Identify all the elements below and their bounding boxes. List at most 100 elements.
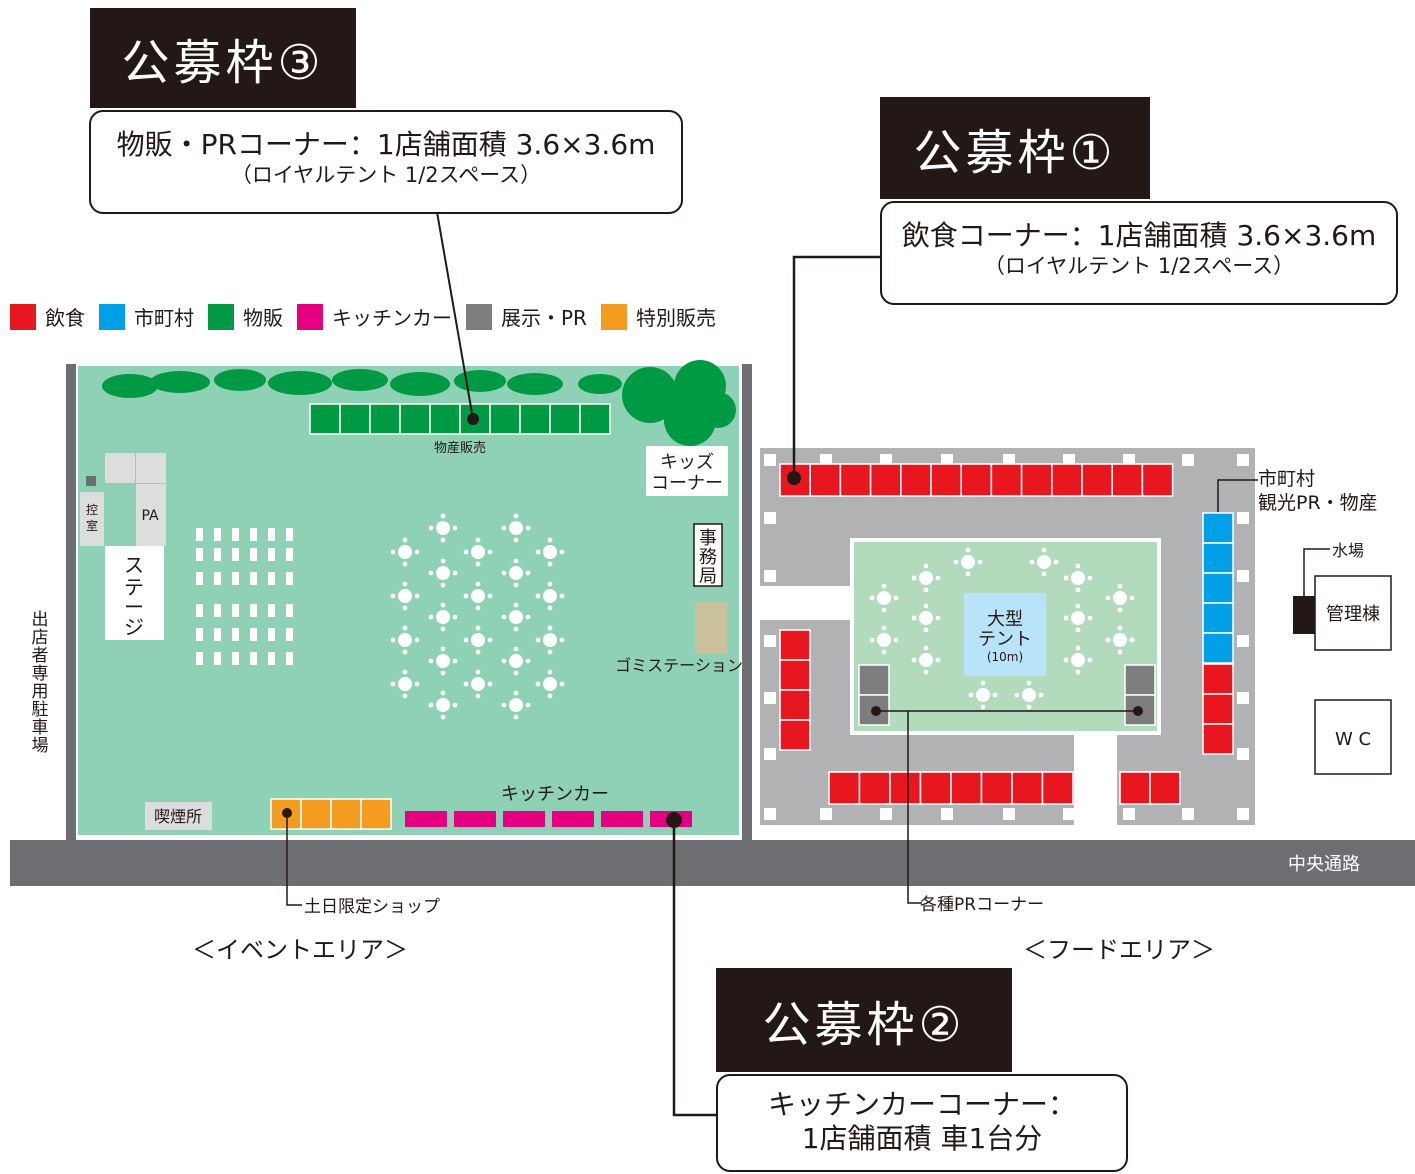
audience-seat [214,572,221,585]
tent-stake [764,748,776,760]
food-booth [1202,693,1234,725]
smoking-area [145,802,212,830]
svg-text:控: 控 [86,503,98,517]
slot3-leader-line [436,211,474,420]
special-sale-booth [360,798,392,830]
audience-seat [196,548,203,561]
food-booth [889,771,922,805]
legend-label: 飲食 [45,306,85,330]
tent-stake [764,808,776,820]
svg-text:ス: ス [124,553,144,577]
food-booth [919,771,952,805]
audience-seat [286,628,293,641]
tent-stake [1237,808,1249,820]
tent-stake [1003,454,1015,466]
tent-stake [1123,808,1135,820]
wc-label: W C [1335,729,1371,750]
audience-seat [286,548,293,561]
big-tent-size: (10m) [987,650,1023,664]
food-booth [828,771,861,805]
legend-item: キッチンカー [297,302,452,331]
tent-stake [880,808,892,820]
food-booth [980,771,1013,805]
kitchen-car-label: キッチンカー [501,784,609,805]
event-table [535,625,565,655]
slot2-dot [666,812,682,828]
event-table [535,669,565,699]
legend-item: 市町村 [99,302,194,331]
slot2-leader-line [672,820,718,1117]
legend-label: 物販 [243,306,283,330]
food-booth [1141,463,1174,497]
event-table [535,537,565,567]
kitchen-car-row [405,811,692,827]
water-label: 水場 [1332,541,1364,560]
food-booth [1202,723,1234,755]
tent-stake [1237,692,1249,704]
management-building-label: 管理棟 [1326,604,1380,625]
water-leader-line [1303,548,1330,596]
food-table [1105,625,1135,655]
waiting-room [80,492,104,546]
svg-text:出: 出 [32,610,49,630]
audience-seat [214,628,221,641]
food-area-caption: ＜フードエリア＞ [1023,936,1215,964]
event-table-grid [390,513,565,720]
slot1-line2: （ロイヤルテント 1/2スペース） [983,253,1295,278]
legend-item: 物販 [208,302,283,331]
special-sale-booths [270,798,392,830]
event-table [428,646,458,676]
audience-seat [196,652,203,665]
office-label: 事 務 局 [699,528,717,587]
audience-seat [214,548,221,561]
event-table [535,581,565,611]
event-table [501,558,531,588]
food-table [911,603,941,633]
goods-sales-label: 物産販売 [434,440,486,456]
food-table [1063,563,1093,593]
big-tent-label-2: テント [978,629,1032,650]
food-table [869,583,899,613]
food-table [1063,645,1093,675]
pa-label: PA [141,508,159,524]
food-booth [869,463,902,497]
audience-seat [250,528,257,541]
food-table [953,547,983,577]
kids-corner [646,446,728,496]
pa-block-1 [105,453,135,483]
food-table [1014,680,1044,710]
audience-seat [214,528,221,541]
legend-swatch [99,303,125,330]
event-table [501,602,531,632]
goods-booth [579,403,611,435]
audience-seat [214,652,221,665]
big-tent-label-1: 大型 [987,609,1023,630]
svg-text:室: 室 [86,518,98,533]
tent-stake [764,454,776,466]
goods-booth [429,403,461,435]
waiting-room-marker [86,476,96,486]
weekend-shop-dot [282,808,292,818]
food-booth [779,719,811,751]
municipal-booth [1202,602,1234,634]
waiting-room-label: 控 室 [86,503,98,533]
food-table [869,625,899,655]
municipal-leader-line [1217,479,1258,512]
food-booth [1081,463,1113,497]
tent-stake [941,454,953,466]
municipal-booth [1202,542,1234,574]
garbage-station [695,602,727,654]
food-booth [960,463,993,497]
food-booths [779,463,1234,805]
food-booth [1011,771,1044,805]
event-area-right-wall [742,364,752,840]
weekend-shop-leader-line [286,813,302,906]
svg-text:者: 者 [32,646,49,666]
goods-booth [489,403,521,435]
event-table [390,669,420,699]
audience-seats [196,528,293,665]
audience-seat [268,528,275,541]
central-road-label: 中央通路 [1288,854,1360,875]
audience-seat [286,528,293,541]
tent-stakes [764,454,1249,820]
